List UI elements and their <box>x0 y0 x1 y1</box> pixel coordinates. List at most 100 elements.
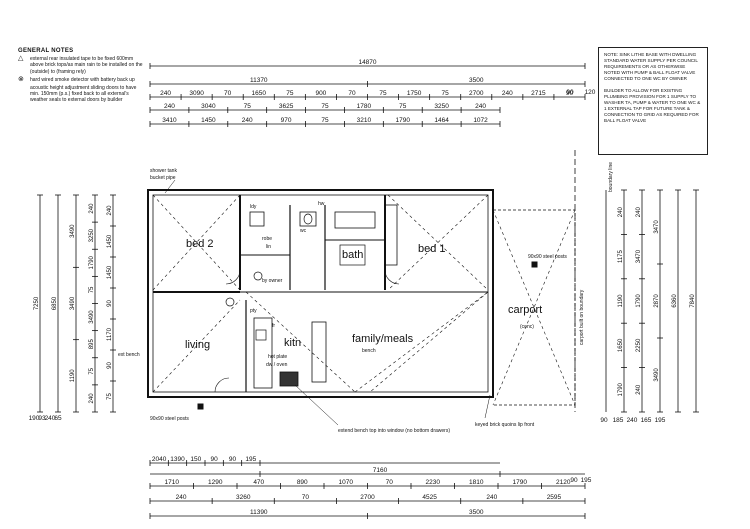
bottom-row3-0: 1710 <box>165 479 180 486</box>
left-col5-6: 75 <box>107 393 113 400</box>
top-row5-2: 240 <box>242 117 253 124</box>
building-walls <box>147 150 576 426</box>
top-row4-1: 3040 <box>201 103 216 110</box>
label-hw-unit: hw <box>318 201 325 207</box>
label-dw-oven: dw / oven <box>266 362 288 368</box>
room-bed1: bed 1 <box>418 243 446 255</box>
bottom-row3-4: 1070 <box>339 479 354 486</box>
bottom-row1-3: 90 <box>211 456 219 463</box>
left-col4-4: 3490 <box>89 310 95 324</box>
shower-base <box>339 244 366 266</box>
top-row4-8: 240 <box>475 103 486 110</box>
room-carport: carport <box>508 304 542 316</box>
general-notes-title: GENERAL NOTES <box>18 48 74 54</box>
left-col4-6: 75 <box>89 367 95 374</box>
top-row3-8: 1750 <box>407 90 422 97</box>
door-bed1 <box>384 269 400 285</box>
right-overall-0: 7840 <box>690 294 696 308</box>
left-col5-0: 240 <box>107 205 113 216</box>
general-note-1-text: external rear insulated tape to be fixed… <box>30 56 143 75</box>
leader-keyed-brick <box>484 394 491 419</box>
label-keyed-brick: keyed brick quoins lip front <box>475 422 535 428</box>
top-end-1: 90 <box>566 89 574 96</box>
top-row4-5: 1780 <box>357 103 372 110</box>
general-notes: GENERAL NOTES △ external rear insulated … <box>18 48 146 158</box>
smoke-alarm-icon <box>253 271 263 281</box>
bottom-row3-1: 1290 <box>208 479 223 486</box>
bottom-row4-3: 2700 <box>360 494 375 501</box>
top-row3-10: 2700 <box>469 90 484 97</box>
kitchen-bench-west <box>253 317 273 389</box>
top-row3-1: 3090 <box>189 90 204 97</box>
top-row4-7: 3250 <box>434 103 449 110</box>
top-row3-13: 90 <box>566 90 574 97</box>
label-external-bench: ext bench <box>118 352 140 358</box>
leader-shower-tank <box>164 179 176 194</box>
right-col5-4: 1790 <box>618 382 624 396</box>
right-col5-3: 1650 <box>618 338 624 352</box>
top-row3-3: 1650 <box>252 90 267 97</box>
right-col4-2: 1790 <box>636 294 642 308</box>
top-row5-7: 1464 <box>434 117 449 124</box>
room-family-meals: family/meals <box>352 333 414 345</box>
steel-post-right <box>531 261 538 268</box>
top-row5-8: 1072 <box>473 117 488 124</box>
top-row3-9: 75 <box>442 90 450 97</box>
left-col5-1: 1450 <box>107 234 113 248</box>
laundry-tub <box>249 211 265 227</box>
top-row3-7: 75 <box>379 90 387 97</box>
label-pantry: pty <box>250 308 257 314</box>
top-row3-6: 70 <box>348 90 356 97</box>
label-steel-posts-right: 90x90 steel posts <box>528 254 567 260</box>
door-entry <box>214 377 230 393</box>
door-bed2 <box>225 269 241 285</box>
right-col5-2: 1190 <box>618 294 624 308</box>
kitchen-island <box>311 321 327 383</box>
left-misc-1: 93 <box>38 415 46 422</box>
left-col4-1: 3250 <box>89 228 95 242</box>
plumbing-note-2: BUILDER TO ALLOW FOR EXISTING PLUMBING P… <box>604 88 701 123</box>
top-row3-4: 75 <box>286 90 294 97</box>
left-col4-2: 1790 <box>89 255 95 269</box>
external-wall-outer <box>147 189 494 398</box>
general-note-2-text: hard wired smoke detector with battery b… <box>30 76 135 83</box>
smoke-alarm-icon: ⊗ <box>18 75 24 83</box>
label-fridge: fr <box>272 323 275 329</box>
left-col3-1: 3490 <box>70 296 76 310</box>
left-misc-0: 190 <box>29 415 40 422</box>
bottom-row3-9: 2120 <box>556 479 571 486</box>
roof-hip-lines <box>152 194 576 406</box>
right-dim-ticks <box>621 189 699 413</box>
top-end-0: 120 <box>585 89 596 96</box>
general-note-3-text: acoustic height adjustment sliding doors… <box>30 85 137 104</box>
label-wc: wc <box>300 228 307 234</box>
left-col3-2: 1190 <box>70 369 76 383</box>
top-row3-2: 70 <box>224 90 232 97</box>
bottom-dim-ticks <box>149 460 586 519</box>
top-row5-0: 3410 <box>162 117 177 124</box>
label-by-owner: by owner <box>262 278 283 284</box>
left-dim-ticks <box>37 194 116 413</box>
room-bed2: bed 2 <box>186 238 214 250</box>
top-overall-0: 14870 <box>358 59 376 66</box>
bottom-row3-3: 890 <box>297 479 308 486</box>
label-bucket-pipe: bucket pipe <box>150 175 176 181</box>
left-col5-5: 90 <box>107 362 113 369</box>
leader-extend-bench <box>294 384 339 426</box>
top-row3-5: 900 <box>315 90 326 97</box>
label-carport-sub: (conc) <box>520 324 534 330</box>
bottom-row3-6: 2230 <box>426 479 441 486</box>
bottom-row1-5: 195 <box>245 456 256 463</box>
label-robe: robe <box>262 236 272 242</box>
bottom-row4-4: 4525 <box>422 494 437 501</box>
right-col4-1: 3470 <box>636 249 642 263</box>
room-kitchen: kitn <box>284 337 301 349</box>
bottom-row3-7: 1810 <box>469 479 484 486</box>
left-overall-0: 7250 <box>34 296 40 310</box>
right-col3-0: 3470 <box>654 220 660 234</box>
top-row3-11: 240 <box>502 90 513 97</box>
bottom-row5-1: 3500 <box>469 509 484 516</box>
bottom-row2-0: 7160 <box>373 467 388 474</box>
right-col5-1: 1175 <box>618 249 624 263</box>
